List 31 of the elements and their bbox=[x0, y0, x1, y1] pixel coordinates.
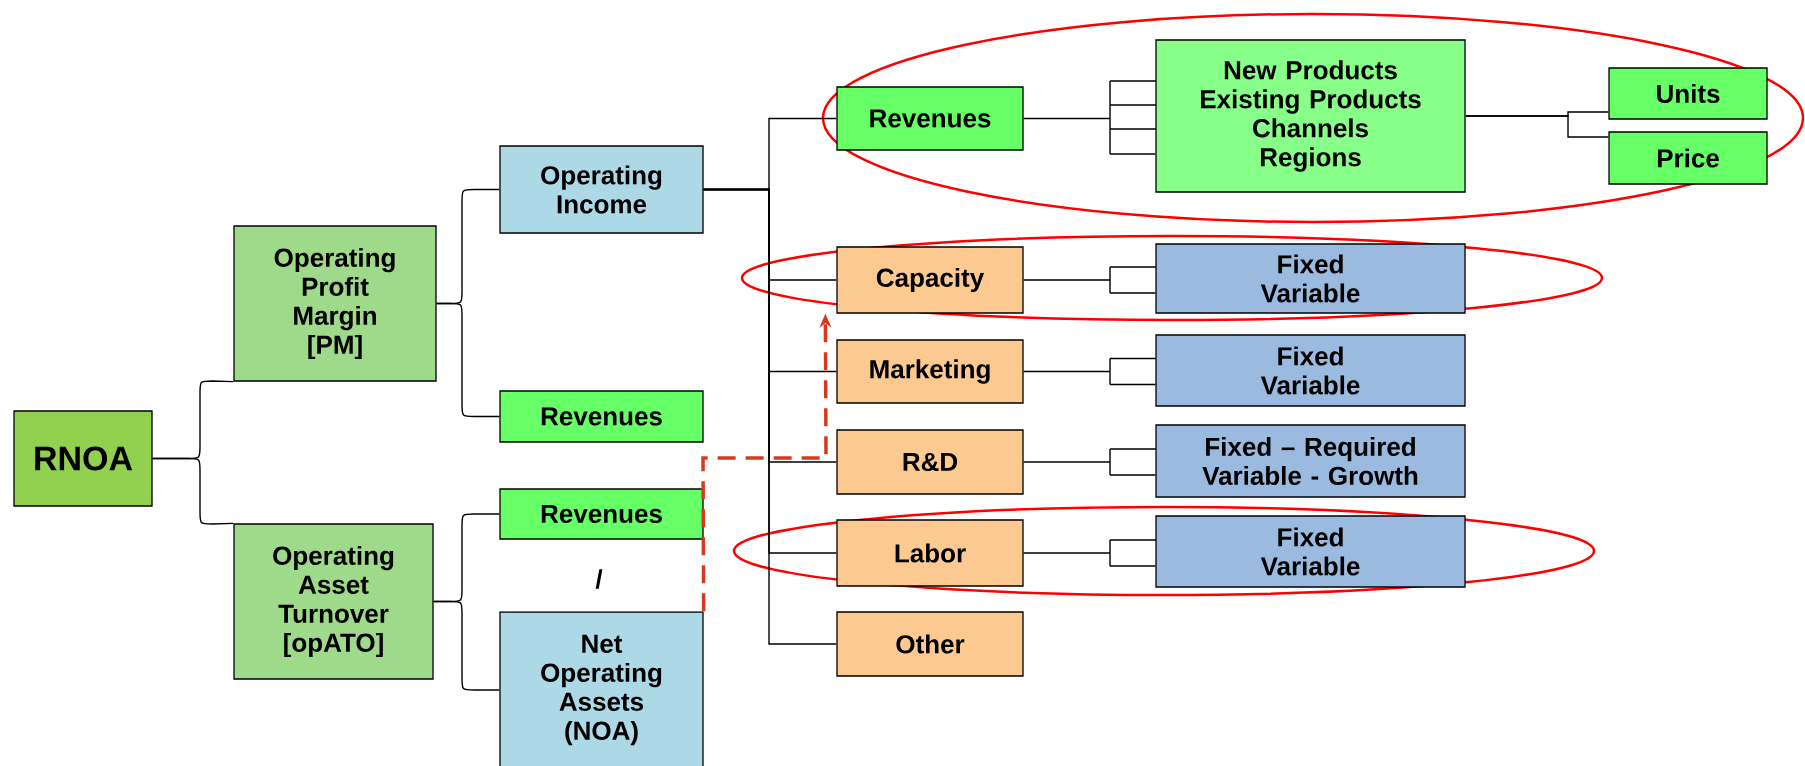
measure-box: Net Operating Assets (NOA) bbox=[499, 611, 704, 766]
ratio-box: Operating Profit Margin [PM] bbox=[233, 225, 437, 382]
connector bbox=[435, 302, 501, 418]
connector bbox=[702, 188, 838, 645]
driver-box: Capacity bbox=[836, 246, 1024, 314]
detail-box: Fixed Variable bbox=[1155, 334, 1466, 407]
ratio-box: RNOA bbox=[13, 410, 153, 507]
driver-box: Other bbox=[836, 611, 1024, 677]
connector bbox=[151, 457, 235, 525]
connector bbox=[1022, 448, 1157, 476]
connector bbox=[1022, 266, 1157, 294]
driver-box: Marketing bbox=[836, 339, 1024, 404]
connector bbox=[432, 600, 501, 691]
division-sign: / bbox=[595, 569, 603, 589]
ratio-box: Operating Asset Turnover [opATO] bbox=[233, 523, 434, 680]
connector bbox=[1022, 80, 1157, 155]
driver-box: Revenues bbox=[836, 86, 1024, 151]
measure-box: Revenues bbox=[499, 390, 704, 443]
detail-box: Fixed Variable bbox=[1155, 515, 1466, 588]
driver-box: R&D bbox=[836, 429, 1024, 495]
detail-box: Units bbox=[1608, 67, 1768, 120]
connector bbox=[1022, 357, 1157, 386]
driver-box: Labor bbox=[836, 519, 1024, 587]
detail-box: New Products Existing Products Channels Regions bbox=[1155, 39, 1466, 193]
detail-box: Price bbox=[1608, 131, 1768, 185]
detail-box: Fixed – Required Variable - Growth bbox=[1155, 424, 1466, 498]
measure-box: Operating Income bbox=[499, 145, 704, 234]
connector bbox=[1464, 115, 1610, 138]
detail-box: Fixed Variable bbox=[1155, 243, 1466, 314]
connector bbox=[1022, 539, 1157, 567]
measure-box: Revenues bbox=[499, 488, 704, 540]
